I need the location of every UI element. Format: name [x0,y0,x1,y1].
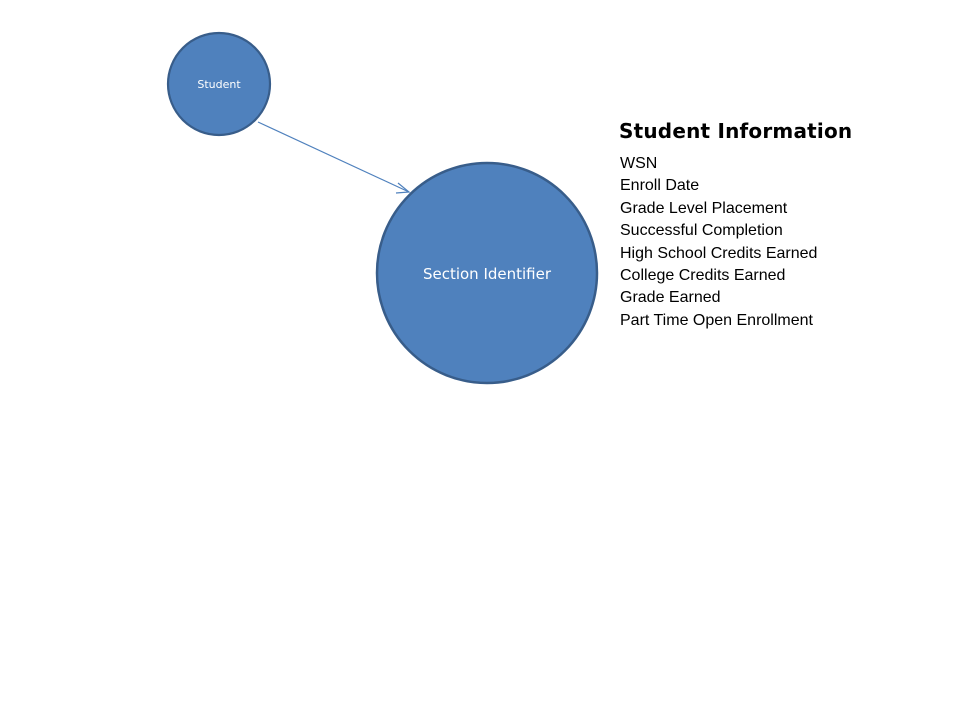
field-part-time-open-enrollment: Part Time Open Enrollment [620,311,813,329]
section-identifier-node-circle [375,161,599,385]
field-grade-level-placement: Grade Level Placement [620,199,788,217]
connector-line [257,121,410,193]
connector-arrowhead [395,182,411,194]
student-node-circle [166,31,272,137]
field-college-credits-earned: College Credits Earned [620,267,786,285]
field-successful-completion: Successful Completion [620,222,783,240]
section-identifier-node-label: Section Identifier [423,265,552,283]
student-information-fields: WSN Enroll Date Grade Level Placement Su… [618,153,938,332]
student-to-section-connector [257,121,411,194]
field-wsn: WSN [620,155,658,172]
section-identifier-node[interactable]: Section Identifier [375,161,599,385]
student-node[interactable]: Student [166,31,272,137]
student-node-label: Student [197,78,241,91]
field-enroll-date: Enroll Date [620,177,700,195]
field-high-school-credits-earned: High School Credits Earned [620,244,818,262]
student-information-title: Student Information [619,119,853,143]
field-grade-earned: Grade Earned [620,289,721,307]
student-information-panel: Student Information WSN Enroll Date Grad… [618,117,938,332]
